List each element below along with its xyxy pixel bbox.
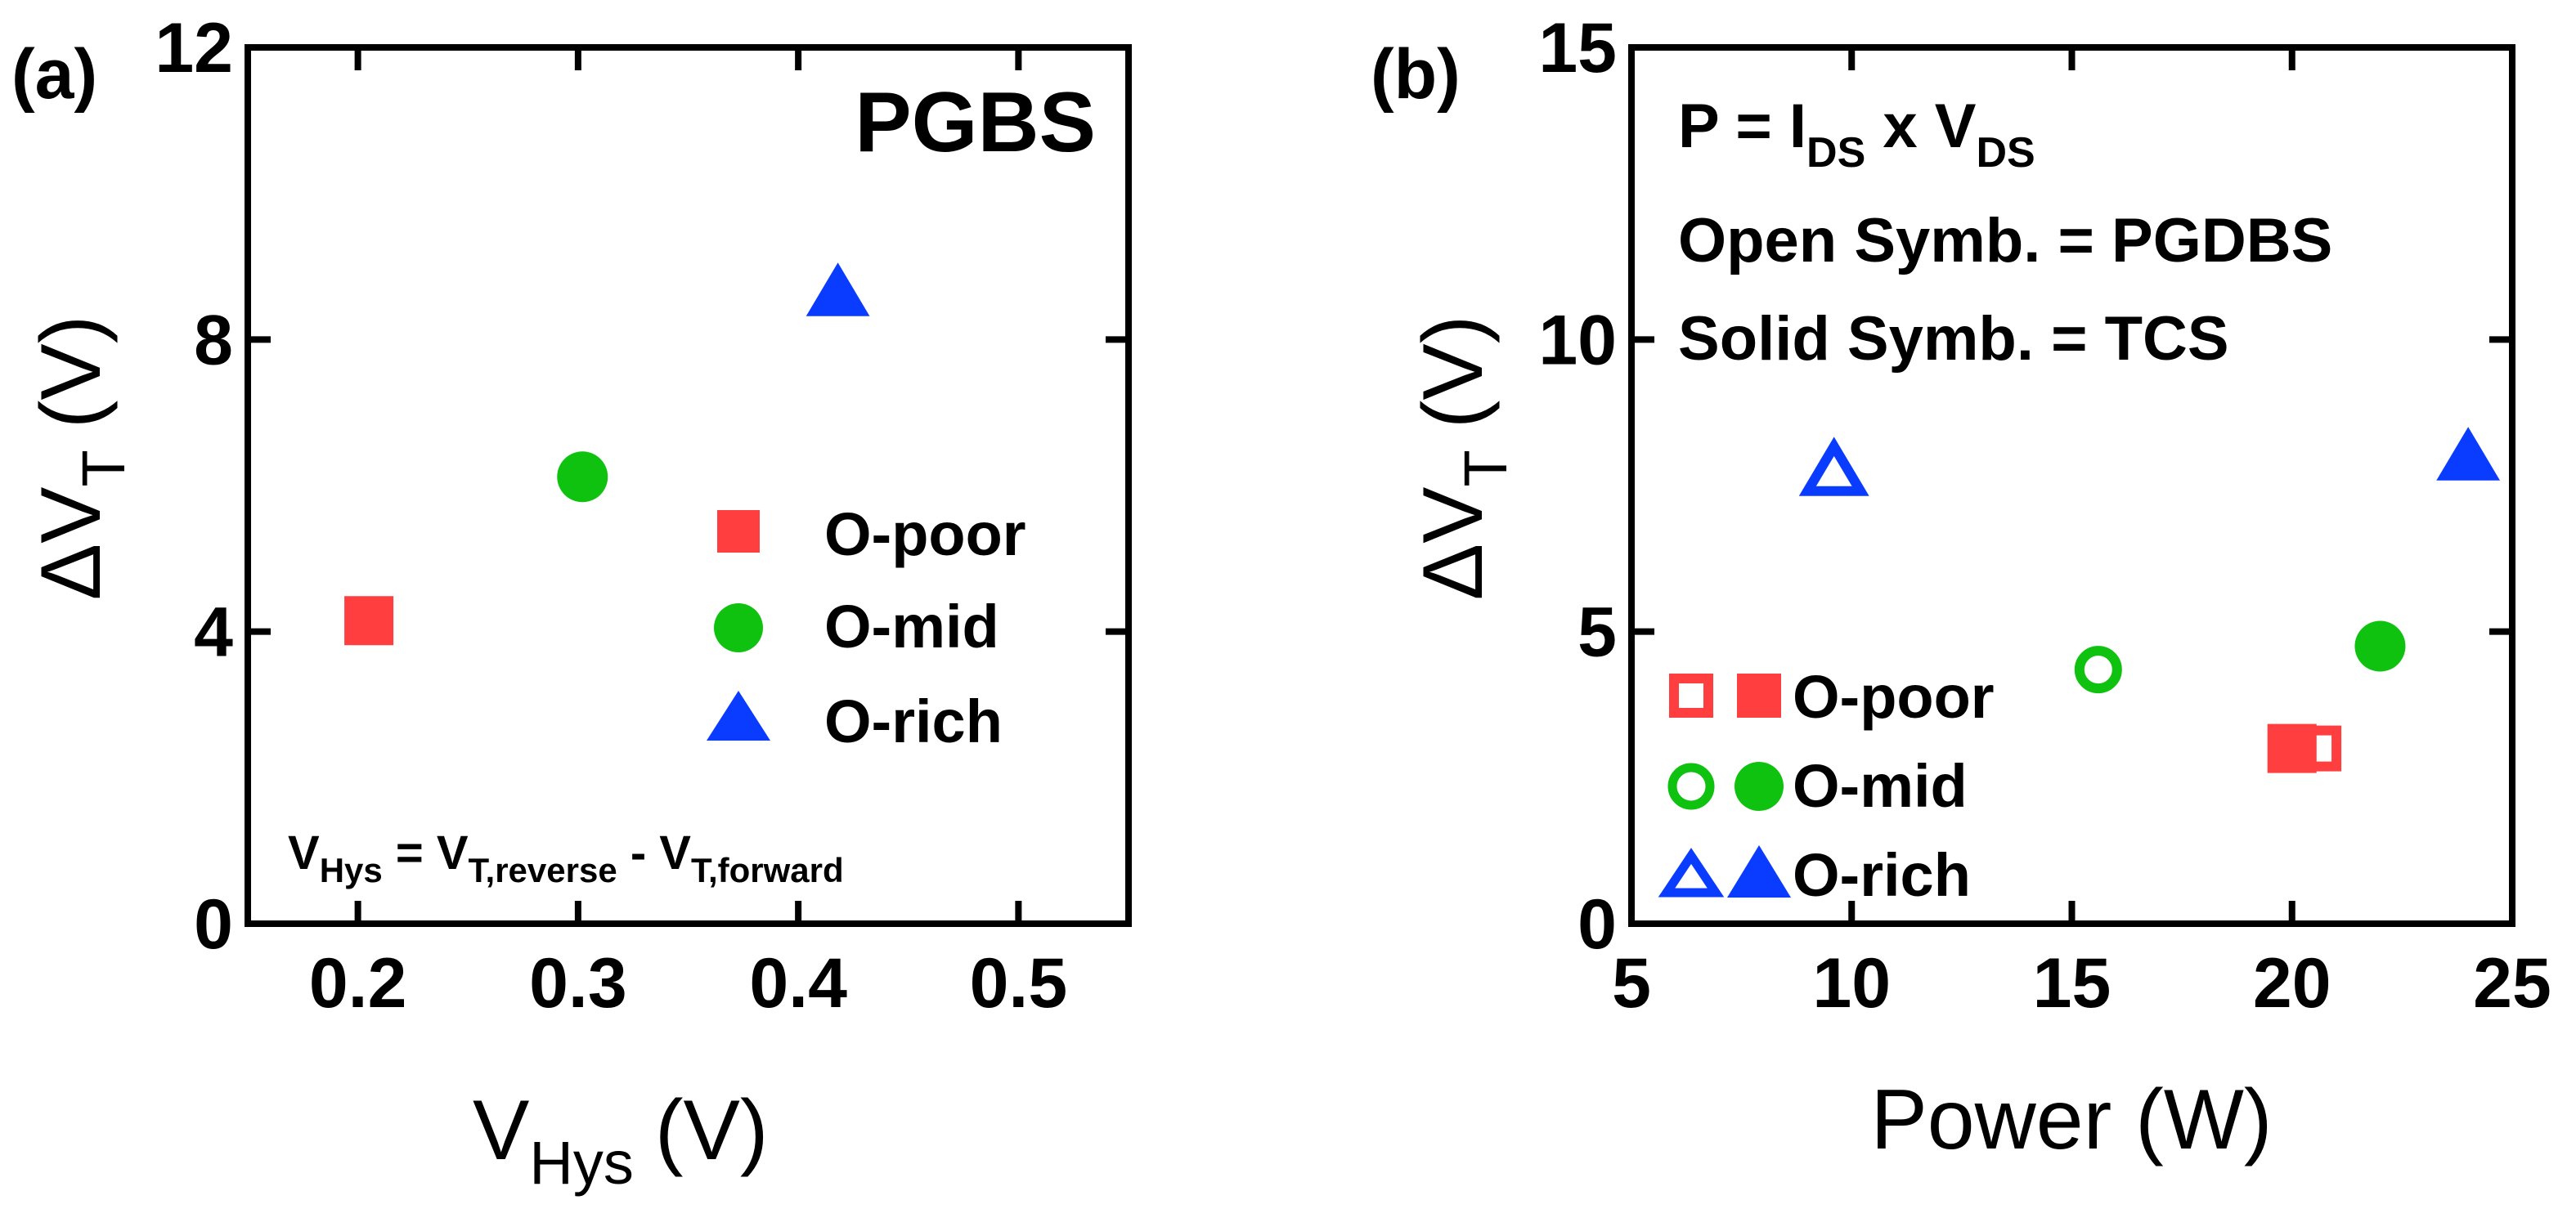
x-tick-label: 25 bbox=[2473, 944, 2551, 1023]
panel-a-label: (a) bbox=[11, 35, 97, 114]
panel-a-legend: O-poor O-mid O-rich bbox=[707, 500, 1026, 755]
x-tick-label: 15 bbox=[2033, 944, 2112, 1023]
panel-a-x-axis-label: VHys(V) bbox=[473, 1083, 768, 1197]
y-tick-label: 0 bbox=[1577, 885, 1617, 964]
panel-b-label: (b) bbox=[1371, 35, 1461, 114]
legend-a-label-o-mid: O-mid bbox=[824, 593, 999, 660]
panel-a-inset-title: PGBS bbox=[855, 75, 1096, 170]
x-tick-label: 20 bbox=[2253, 944, 2331, 1023]
point-o-mid-open-0 bbox=[2074, 646, 2122, 694]
legend-b-open-marker-o-poor bbox=[1669, 674, 1713, 718]
y-tick-label: 15 bbox=[1538, 9, 1617, 87]
point-o-poor-0 bbox=[344, 596, 394, 646]
panel-a-axis-ticks bbox=[248, 44, 1129, 927]
panel-b-x-axis-label: Power (W) bbox=[1870, 1072, 2272, 1167]
panel-b-y-axis-label: ΔVT(V) bbox=[1406, 316, 1519, 601]
legend-b-open-marker-o-mid bbox=[1667, 763, 1715, 810]
legend-b-label-o-rich: O-rich bbox=[1793, 841, 1971, 909]
legend-a-marker-o-rich bbox=[707, 691, 770, 741]
x-tick-label: 0.5 bbox=[970, 944, 1068, 1023]
legend-a-marker-o-poor bbox=[717, 510, 760, 553]
panel-b-legend: O-poor O-mid O-rich bbox=[1658, 663, 1995, 909]
panel-a-plot-frame bbox=[245, 44, 1132, 927]
panel-a-tick-labels: 0.2 0.3 0.4 0.5 0 4 8 12 bbox=[155, 9, 1067, 1023]
y-tick-label: 4 bbox=[194, 593, 233, 672]
y-tick-label: 0 bbox=[194, 885, 233, 964]
point-o-mid-0 bbox=[557, 451, 608, 503]
panel-a-equation: VHys = VT,reverse - VT,forward bbox=[288, 826, 844, 889]
legend-b-label-o-poor: O-poor bbox=[1793, 663, 1995, 731]
panel-a-y-axis-label: ΔVT(V) bbox=[24, 316, 137, 601]
point-o-rich-0 bbox=[806, 262, 870, 316]
panel-b-axis-ticks bbox=[1628, 44, 2515, 927]
point-o-rich-open-0 bbox=[1798, 437, 1869, 496]
point-o-rich-solid-0 bbox=[2436, 427, 2501, 481]
point-o-poor-open-0 bbox=[2296, 725, 2342, 772]
legend-b-solid-marker-o-mid bbox=[1735, 762, 1784, 811]
panel-b-power-formula: P = IDS x VDS bbox=[1678, 92, 2035, 177]
panel-a-data-points bbox=[344, 262, 870, 646]
legend-a-label-o-rich: O-rich bbox=[824, 687, 1003, 755]
y-tick-label: 8 bbox=[194, 301, 233, 379]
legend-b-open-marker-o-rich bbox=[1658, 848, 1725, 898]
x-tick-label: 5 bbox=[1612, 944, 1651, 1023]
point-o-mid-solid-0 bbox=[2354, 620, 2406, 672]
panel-b-solid-symbol-note: Solid Symb. = TCS bbox=[1678, 304, 2229, 374]
x-tick-label: 10 bbox=[1812, 944, 1891, 1023]
legend-a-marker-o-mid bbox=[714, 603, 763, 652]
y-tick-label: 12 bbox=[155, 9, 233, 87]
legend-b-label-o-mid: O-mid bbox=[1793, 752, 1968, 820]
legend-b-solid-marker-o-poor bbox=[1737, 674, 1781, 718]
legend-a-label-o-poor: O-poor bbox=[824, 500, 1026, 568]
x-tick-label: 0.4 bbox=[749, 944, 847, 1023]
panel-b-data-points bbox=[1798, 427, 2501, 773]
x-tick-label: 0.2 bbox=[309, 944, 407, 1023]
panel-a: (a) 0.2 0.3 0.4 0.5 0 4 8 12 PGBS O-poor O-mid … bbox=[11, 9, 1132, 1197]
y-tick-label: 10 bbox=[1538, 301, 1617, 379]
y-tick-label: 5 bbox=[1577, 593, 1617, 672]
panel-b-open-symbol-note: Open Symb. = PGDBS bbox=[1678, 206, 2332, 275]
x-tick-label: 0.3 bbox=[529, 944, 627, 1023]
legend-b-solid-marker-o-rich bbox=[1727, 845, 1791, 898]
